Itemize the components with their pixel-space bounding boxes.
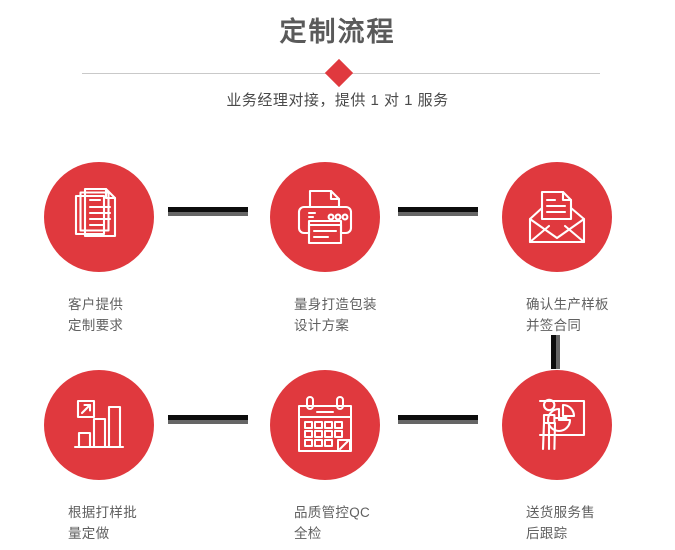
connector-segment-light (556, 335, 560, 369)
flow-step-label: 确认生产样板 并签合同 (526, 297, 609, 333)
page-subtitle: 业务经理对接，提供 1 对 1 服务 (226, 92, 449, 109)
title-divider (82, 58, 600, 88)
connector-horizontal-2 (398, 207, 478, 216)
connector-segment-dark (551, 335, 556, 369)
connector-horizontal-4 (398, 415, 478, 424)
flow-step-label: 根据打样批 量定做 (68, 505, 137, 541)
flow-step-label: 客户提供 定制要求 (68, 297, 124, 333)
calendar-icon (270, 370, 380, 480)
connector-vertical-1 (551, 335, 560, 369)
connector-segment-dark (398, 207, 478, 212)
connector-horizontal-1 (168, 207, 248, 216)
flow-step-label: 品质管控QC 全检 (294, 505, 371, 541)
flow-step-label: 送货服务售 后跟踪 (526, 505, 595, 541)
page-header: 定制流程 业务经理对接，提供 1 对 1 服务 (0, 0, 675, 130)
connector-segment-light (168, 420, 248, 424)
open-envelope-letter-icon (502, 162, 612, 272)
connector-segment-dark (398, 415, 478, 420)
connector-horizontal-3 (168, 415, 248, 424)
process-flow: 客户提供 定制要求 量身打造包装 设计方案 (0, 140, 675, 550)
presenter-pie-chart-icon (502, 370, 612, 480)
page-title: 定制流程 (279, 17, 396, 47)
flow-step-label: 量身打造包装 设计方案 (294, 297, 377, 333)
connector-segment-light (398, 212, 478, 216)
bar-chart-growth-icon (44, 370, 154, 480)
connector-segment-light (398, 420, 478, 424)
connector-segment-light (168, 212, 248, 216)
connector-segment-dark (168, 415, 248, 420)
connector-segment-dark (168, 207, 248, 212)
documents-stack-icon (44, 162, 154, 272)
printer-icon (270, 162, 380, 272)
diamond-icon (324, 58, 354, 88)
